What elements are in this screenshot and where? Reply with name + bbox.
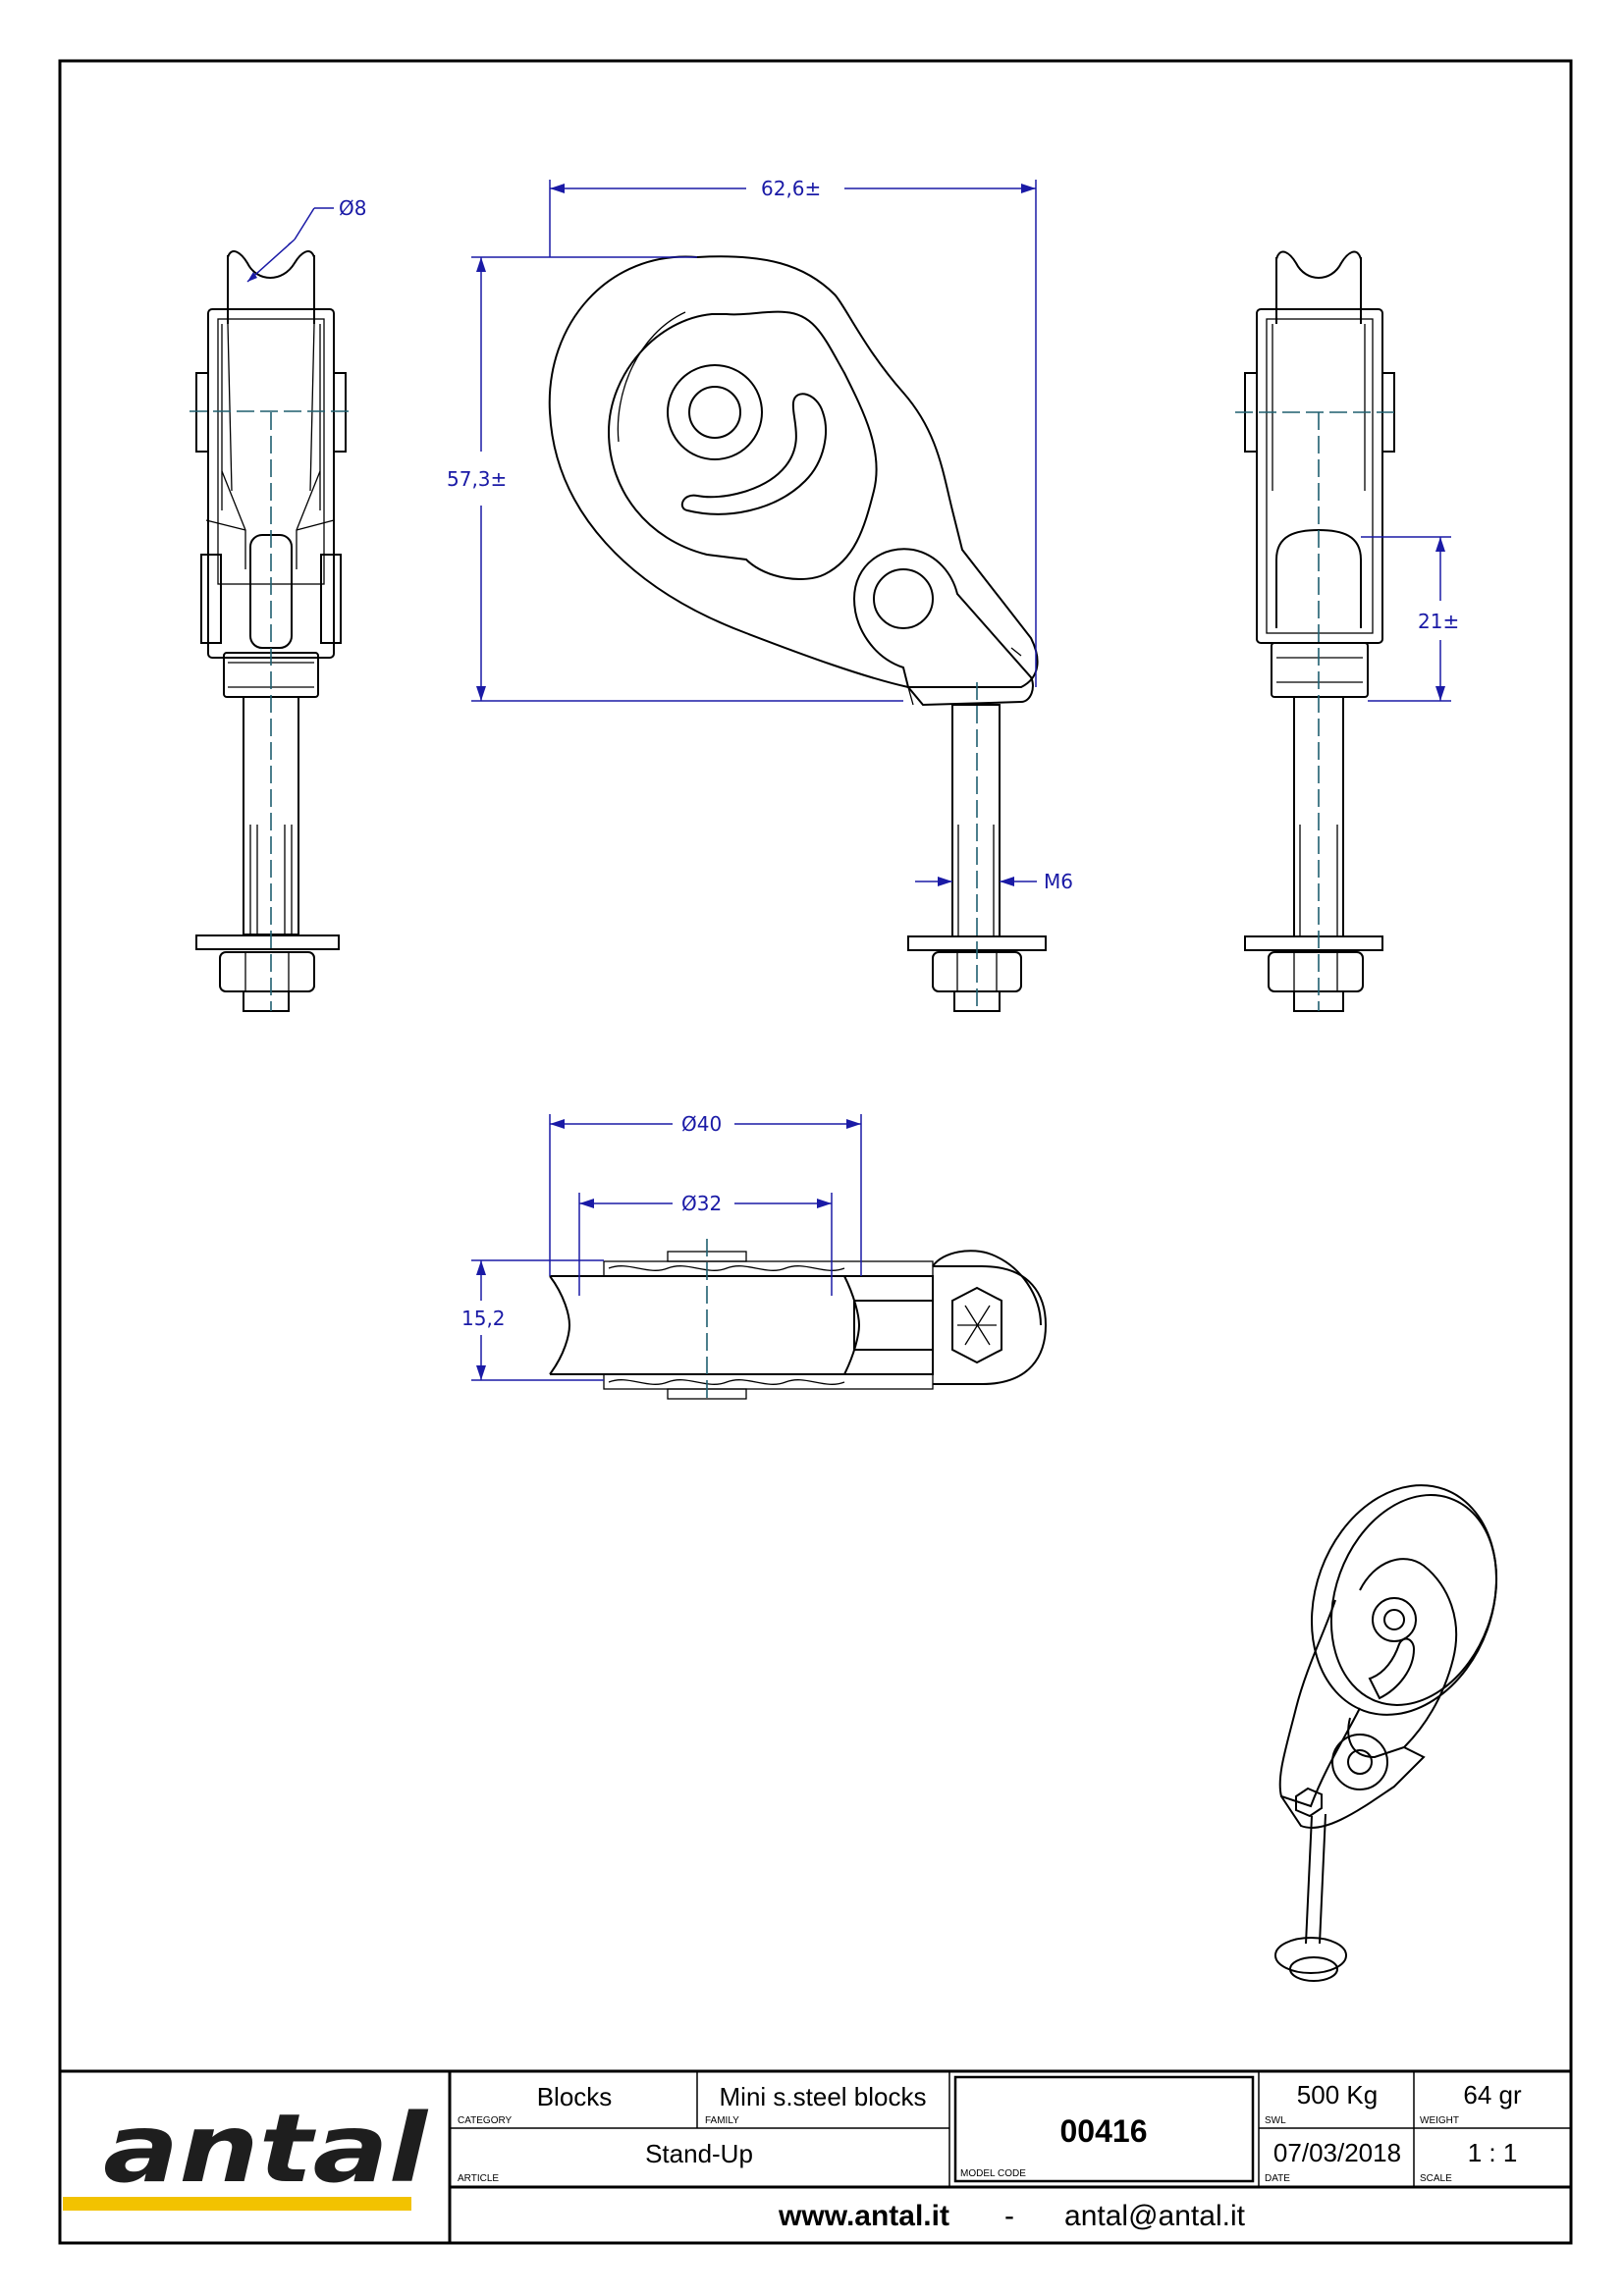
top-view (549, 1239, 1048, 1404)
family-label: FAMILY (705, 2115, 739, 2126)
drawing-frame (58, 59, 1573, 2245)
family-value: Mini s.steel blocks (720, 2082, 927, 2111)
swl-value: 500 Kg (1297, 2080, 1378, 2109)
dimension-offset-height (1361, 536, 1451, 702)
dimension-overall-height (471, 256, 903, 702)
model-code-value: 00416 (1060, 2113, 1148, 2149)
side-view-left (189, 250, 349, 1012)
dimension-thread (915, 877, 1037, 886)
article-label: ARTICLE (458, 2173, 499, 2184)
antal-logo: antal (103, 2094, 428, 2204)
dim-offset-height: 21± (1418, 610, 1459, 633)
model-code-label: MODEL CODE (960, 2168, 1026, 2179)
dimension-rope-diameter (246, 207, 334, 283)
dim-overall-width: 62,6± (761, 177, 821, 200)
category-label: CATEGORY (458, 2115, 513, 2126)
category-value: Blocks (537, 2082, 613, 2111)
dim-overall-height: 57,3± (447, 467, 507, 491)
dim-sheave-width: 15,2 (461, 1307, 506, 1330)
weight-value: 64 gr (1463, 2080, 1522, 2109)
scale-value: 1 : 1 (1468, 2138, 1518, 2167)
front-view (548, 255, 1047, 1012)
dim-inner-diameter: Ø32 (681, 1192, 722, 1215)
dim-thread: M6 (1044, 870, 1073, 893)
email-link[interactable]: antal@antal.it (1064, 2200, 1246, 2232)
contact-separator: - (1004, 2200, 1014, 2232)
date-label: DATE (1265, 2173, 1290, 2184)
side-view-right (1235, 250, 1395, 1012)
isometric-view (1274, 1484, 1498, 1982)
logo-yellow-bar (63, 2197, 411, 2211)
dim-outer-diameter: Ø40 (681, 1112, 722, 1136)
article-value: Stand-Up (645, 2139, 753, 2168)
weight-label: WEIGHT (1420, 2115, 1459, 2126)
dimension-overall-width (549, 180, 1037, 687)
scale-label: SCALE (1420, 2173, 1452, 2184)
swl-label: SWL (1265, 2115, 1286, 2126)
date-value: 07/03/2018 (1273, 2138, 1401, 2167)
dimension-sheave-width (471, 1259, 604, 1381)
dim-rope-diameter: Ø8 (339, 196, 366, 220)
website-link[interactable]: www.antal.it (778, 2200, 949, 2232)
dimension-inner-diameter (578, 1193, 833, 1296)
title-block (60, 2069, 1571, 2243)
dimension-outer-diameter (549, 1114, 862, 1276)
